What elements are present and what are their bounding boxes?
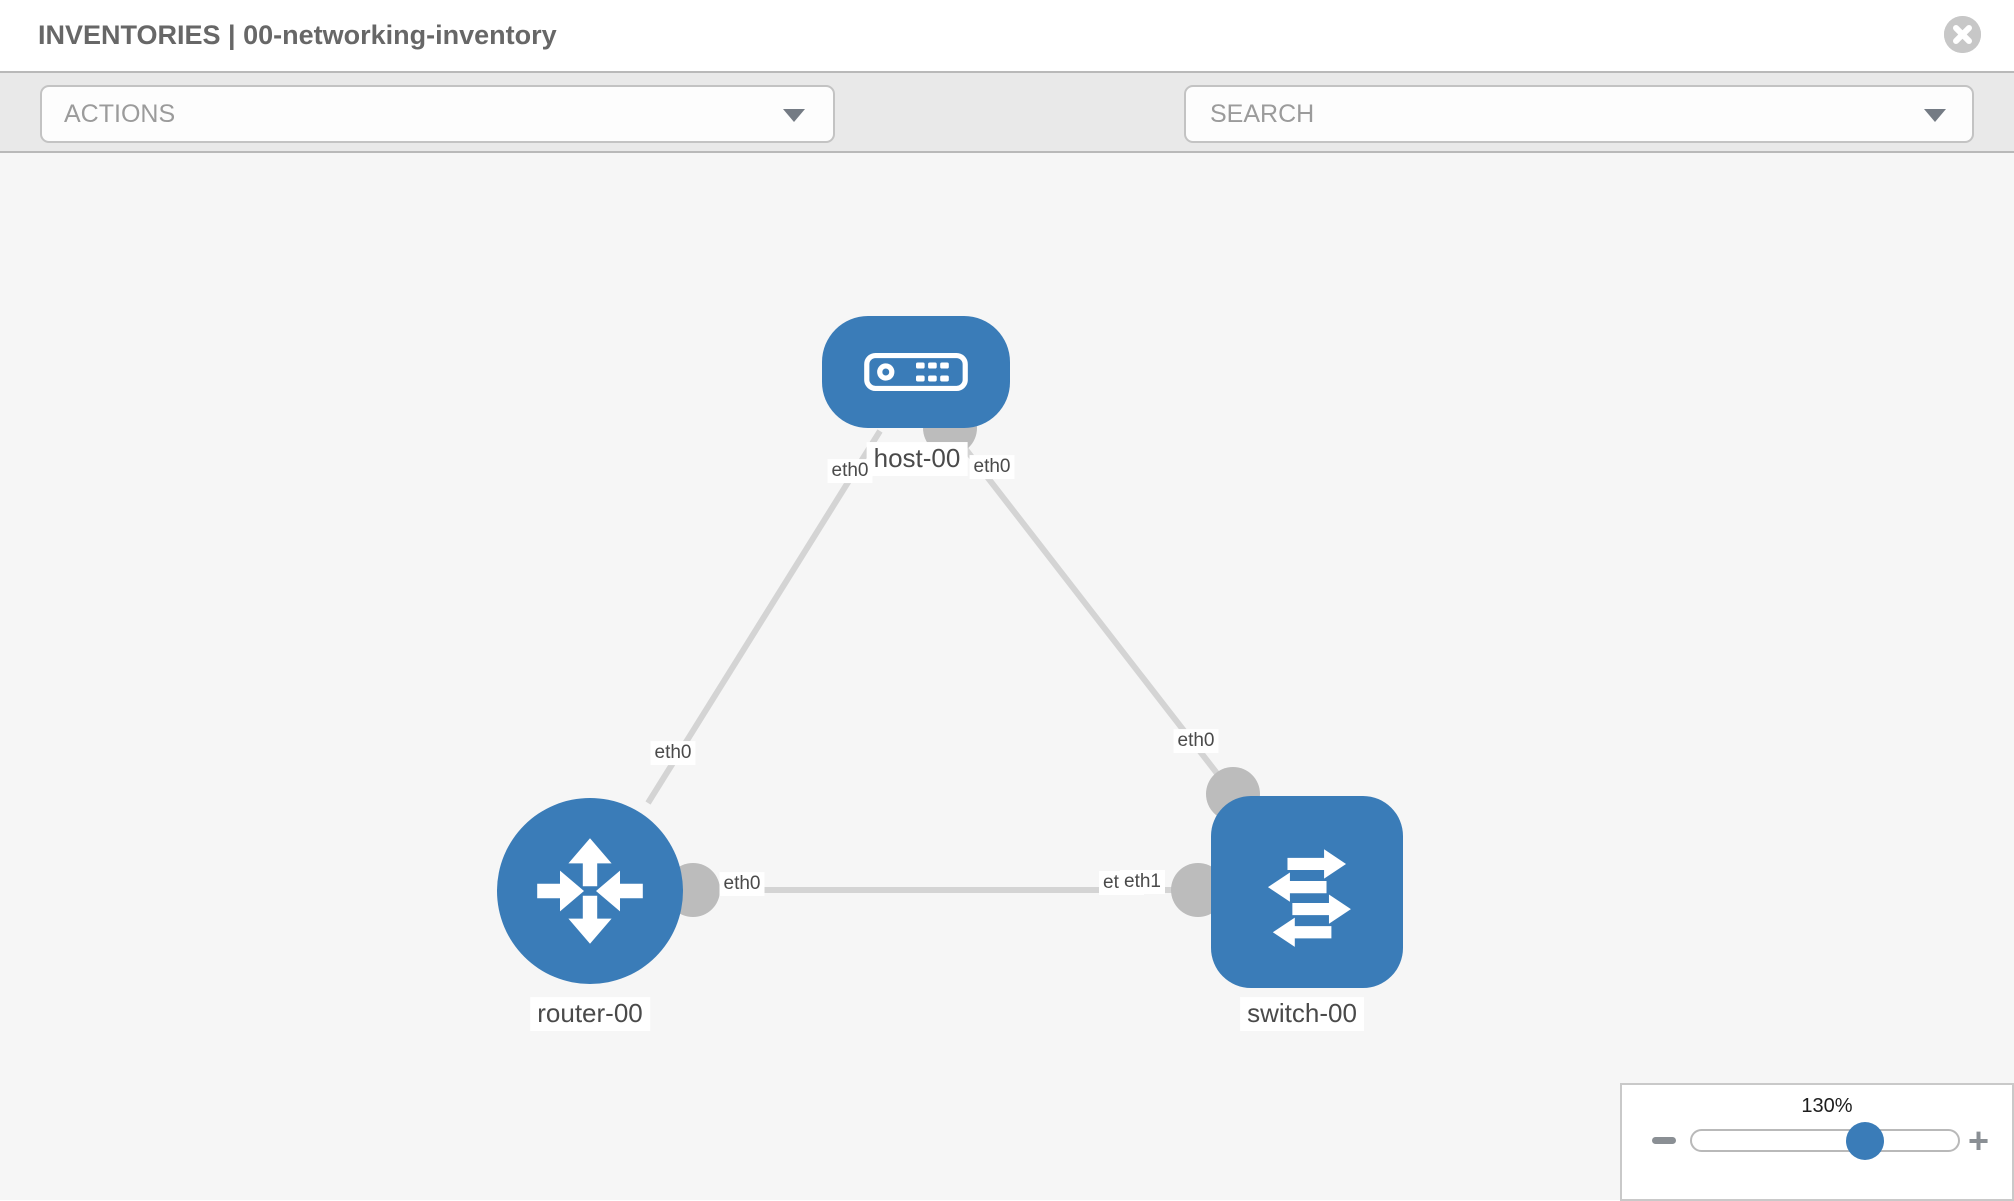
interface-label-mid-router: eth0 <box>719 872 765 896</box>
zoom-in-button[interactable]: + <box>1968 1120 1990 1161</box>
interface-label-host-right: eth0 <box>969 455 1015 479</box>
router-arrows-icon <box>537 838 643 944</box>
close-icon <box>1944 16 1981 53</box>
switch-arrows-icon <box>1267 849 1351 947</box>
node-host-00[interactable] <box>822 316 1010 428</box>
topology-canvas[interactable]: host-00 router-00 switch-00 eth0 eth0 et… <box>0 153 2014 1201</box>
close-button[interactable] <box>1944 16 1981 53</box>
zoom-percentage: 130% <box>1801 1095 1853 1117</box>
topology-graph <box>645 401 1260 917</box>
page-title: INVENTORIES | 00-networking-inventory <box>38 20 557 50</box>
zoom-control-panel: 130% + <box>1620 1083 2014 1201</box>
node-label-host: host-00 <box>866 442 968 476</box>
zoom-slider-track[interactable] <box>1690 1129 1960 1152</box>
chevron-down-icon <box>1924 109 1946 122</box>
interface-label-host-left: eth0 <box>827 459 873 483</box>
toolbar: ACTIONS <box>0 71 2014 205</box>
actions-dropdown[interactable]: ACTIONS <box>40 85 835 143</box>
node-label-router: router-00 <box>530 997 650 1031</box>
server-icon <box>864 353 968 391</box>
actions-dropdown-label: ACTIONS <box>64 99 176 128</box>
interface-label-switch-diag: eth0 <box>1173 729 1219 753</box>
zoom-out-button[interactable] <box>1652 1137 1676 1144</box>
search-input[interactable] <box>1208 98 1892 130</box>
breadcrumb-header: INVENTORIES | 00-networking-inventory <box>0 0 2014 71</box>
interface-label-mid-switch-front: eth1 <box>1120 870 1165 894</box>
node-label-switch: switch-00 <box>1240 997 1364 1031</box>
zoom-slider-handle[interactable] <box>1846 1122 1884 1160</box>
link-host-router[interactable] <box>645 429 883 805</box>
node-router-00[interactable] <box>497 798 683 984</box>
node-switch-00[interactable] <box>1211 796 1403 988</box>
interface-label-router-diag: eth0 <box>650 741 696 765</box>
chevron-down-icon <box>783 109 805 122</box>
search-dropdown[interactable] <box>1184 85 1974 143</box>
